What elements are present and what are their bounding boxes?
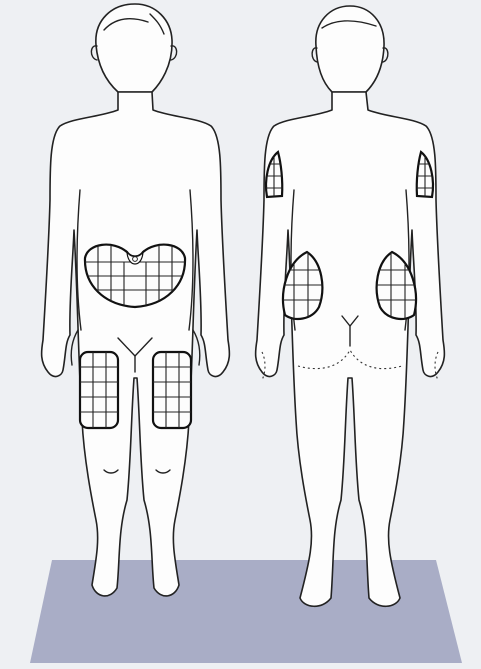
front-head xyxy=(95,3,173,93)
front-view-figure xyxy=(40,3,231,597)
front-body xyxy=(40,91,231,597)
thigh-left-injection-zone xyxy=(78,350,120,430)
back-body xyxy=(254,91,446,608)
buttock-left-injection-zone xyxy=(281,250,324,321)
back-head xyxy=(315,5,385,93)
floor-mat xyxy=(30,560,462,663)
navel xyxy=(132,256,138,262)
abdomen-injection-zone xyxy=(83,243,187,309)
upper-arm-left-injection-zone xyxy=(264,150,284,199)
back-view-figure xyxy=(254,5,446,608)
thigh-right-injection-zone xyxy=(151,350,193,430)
